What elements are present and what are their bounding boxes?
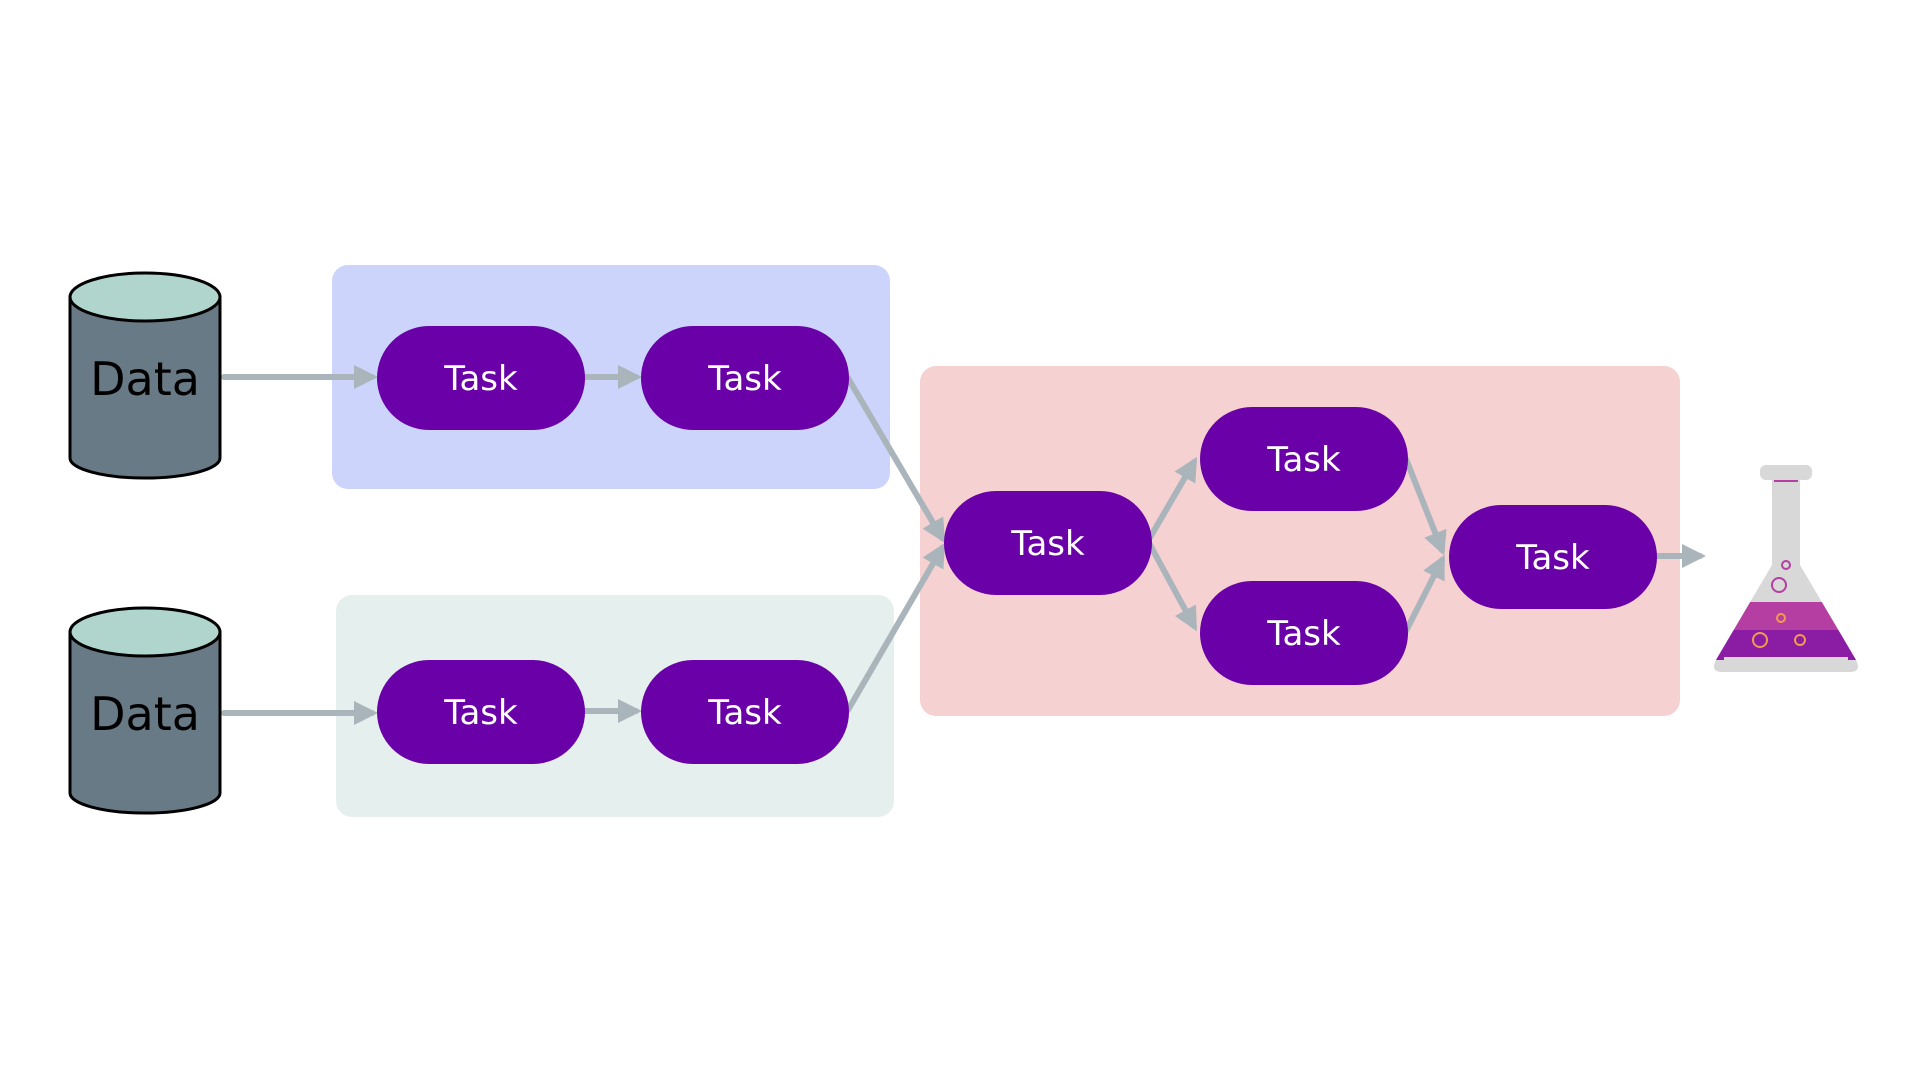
- cylinder-body: [68, 630, 222, 815]
- data-label: Data: [90, 687, 200, 741]
- arrow-task7-task8: [1403, 554, 1445, 634]
- task-label: Task: [707, 693, 782, 733]
- data-source-2: Data: [68, 606, 222, 815]
- task-label: Task: [1266, 440, 1341, 480]
- task-label: Task: [707, 359, 782, 399]
- task-node-8: Task: [1449, 505, 1657, 609]
- arrow-task5-task6: [1145, 456, 1198, 544]
- cylinder-top: [68, 606, 222, 658]
- task-label: Task: [443, 359, 518, 399]
- task-node-5: Task: [944, 491, 1152, 595]
- task-node-7: Task: [1200, 581, 1408, 685]
- data-label: Data: [90, 352, 200, 406]
- arrow-task5-task7: [1145, 538, 1197, 632]
- task-node-1: Task: [377, 326, 585, 430]
- arrow-task2-task5: [845, 375, 946, 544]
- connectors: [221, 365, 1706, 725]
- task-label: Task: [1010, 524, 1085, 564]
- task-label: Task: [1266, 614, 1341, 654]
- cylinder-top: [68, 271, 222, 323]
- task-label: Task: [1515, 538, 1590, 578]
- task-node-4: Task: [641, 660, 849, 764]
- task-node-2: Task: [641, 326, 849, 430]
- task-node-3: Task: [377, 660, 585, 764]
- group-merge: [920, 366, 1680, 716]
- data-source-1: Data: [68, 271, 222, 480]
- cylinder-body: [68, 295, 222, 480]
- task-label: Task: [443, 693, 518, 733]
- flask-icon: [1714, 465, 1858, 672]
- arrow-task4-task5: [845, 542, 946, 713]
- arrow-task6-task8: [1403, 456, 1447, 556]
- task-node-6: Task: [1200, 407, 1408, 511]
